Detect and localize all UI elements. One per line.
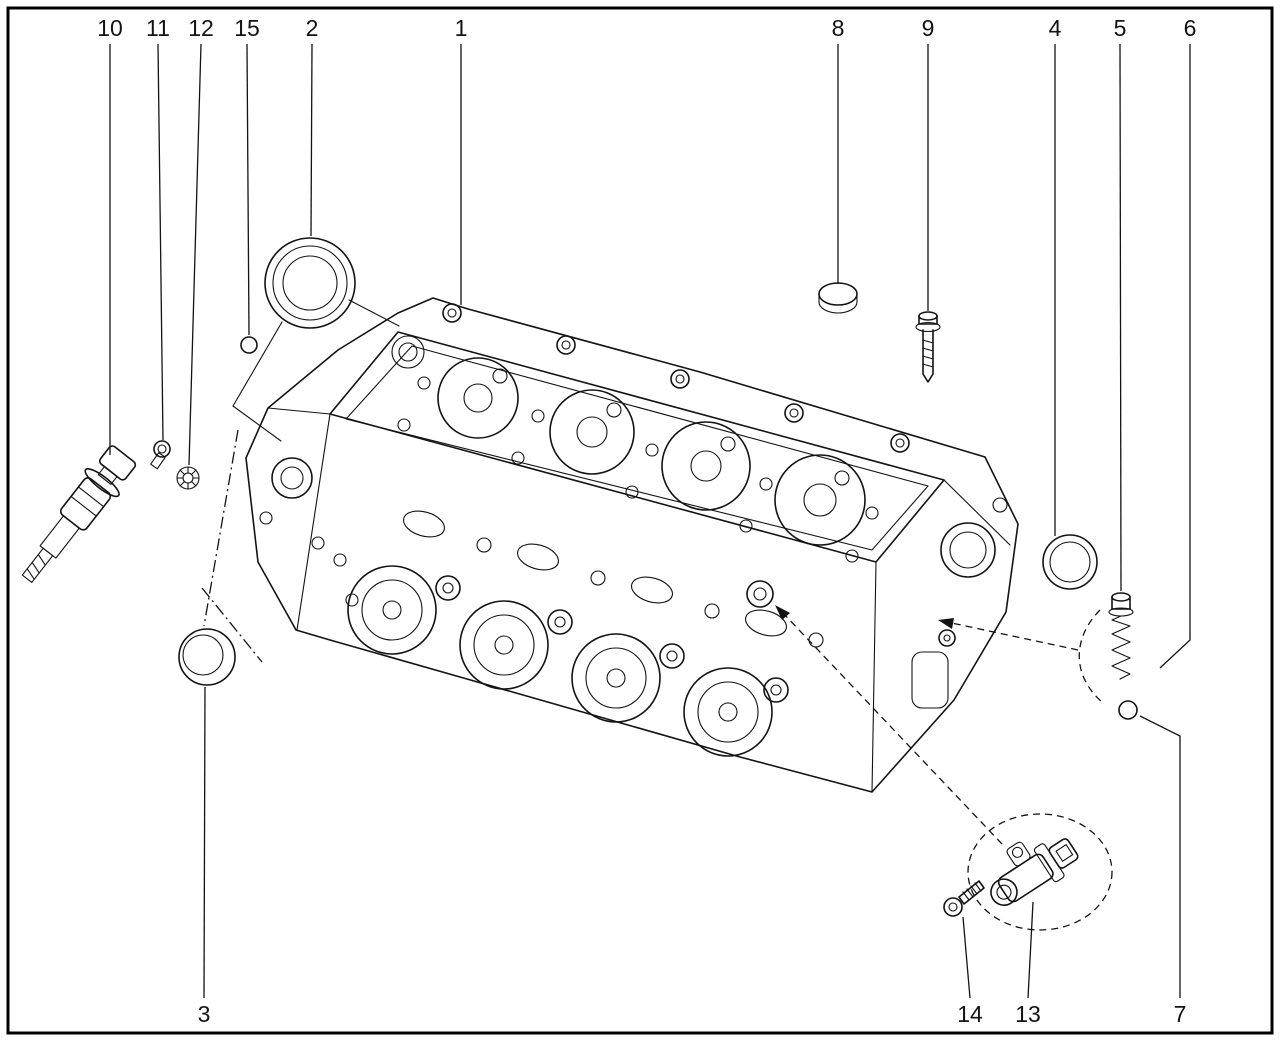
- callout-leader-3: [203, 686, 206, 999]
- seal-guide-line: [348, 299, 400, 327]
- deck-bolt-holes: [397, 368, 879, 563]
- front-port-4: [683, 667, 773, 757]
- valve-install-arrowhead: [938, 618, 954, 629]
- check-ball: [1118, 700, 1138, 720]
- star-washer: [176, 466, 200, 490]
- callout-label-11: 11: [146, 15, 170, 41]
- spring-valve: [1108, 592, 1134, 680]
- callout-label-8: 8: [832, 15, 845, 41]
- seal-ring-large: [232, 237, 400, 442]
- callout-leader-2: [310, 43, 313, 237]
- callout-label-15: 15: [234, 15, 260, 41]
- callout-leader-11: [157, 43, 164, 441]
- callout-layer: 10 11 12 15 2 1 8 9 4 5 6 3 14 13 7: [97, 15, 1196, 1027]
- callout-label-6: 6: [1184, 15, 1197, 41]
- callout-leader-12: [188, 43, 202, 466]
- callout-label-7: 7: [1174, 1001, 1187, 1027]
- centerline-solenoid: [201, 587, 263, 663]
- seal-bore: [391, 335, 425, 369]
- cylinder-head-body: [245, 297, 1019, 793]
- front-left-edge: [296, 413, 331, 631]
- left-end-face: [259, 457, 325, 550]
- top-bolt-towers: [442, 303, 910, 453]
- cam-bore-2: [549, 389, 635, 475]
- cam-bore-4: [774, 454, 866, 546]
- callout-label-2: 2: [306, 15, 319, 41]
- callout-label-14: 14: [957, 1001, 983, 1027]
- front-port-3: [571, 633, 661, 723]
- figure-border: [6, 6, 1274, 1035]
- front-right-edge: [871, 561, 877, 793]
- callout-label-10: 10: [97, 15, 123, 41]
- top-rail-inner: [345, 345, 929, 551]
- cam-bores: [391, 335, 866, 546]
- front-port-1: [347, 565, 437, 655]
- dome-cap: [818, 282, 858, 314]
- callout-label-5: 5: [1114, 15, 1127, 41]
- left-top-edge: [267, 407, 331, 415]
- centerline-plug: [203, 429, 239, 627]
- detached-parts: [21, 237, 1138, 917]
- cam-bore-3: [661, 421, 751, 511]
- callout-leader-6: [1159, 44, 1191, 669]
- seal-ring-right: [1042, 534, 1098, 590]
- right-end-boss: [940, 522, 996, 578]
- callout-label-3: 3: [198, 1001, 211, 1027]
- head-silhouette: [245, 297, 1019, 793]
- right-top-edge: [943, 479, 1011, 546]
- right-end-face: [911, 497, 1008, 709]
- callout-label-9: 9: [922, 15, 935, 41]
- callout-label-4: 4: [1049, 15, 1062, 41]
- callout-label-1: 1: [455, 15, 468, 41]
- right-end-window: [911, 651, 949, 709]
- top-rail-outer: [329, 331, 945, 563]
- position-sensor: [990, 838, 1079, 906]
- solenoid-valve: [21, 445, 137, 583]
- callout-leader-13: [1027, 901, 1034, 999]
- sensor-detail-circle: [967, 813, 1113, 931]
- sensor-install-line: [781, 611, 1003, 845]
- small-bolt: [150, 440, 171, 470]
- flange-bolt: [915, 311, 941, 383]
- sensor-bore: [746, 580, 774, 608]
- callout-label-12: 12: [188, 15, 214, 41]
- front-ports: [333, 553, 789, 757]
- callout-leader-7: [1139, 715, 1181, 998]
- valve-install-line: [946, 621, 1079, 651]
- cam-bore-1: [437, 357, 519, 439]
- callout-leader-15: [246, 43, 250, 336]
- reference-lines: [201, 429, 1113, 931]
- sensor-install-arrowhead: [775, 605, 790, 620]
- cup-plug: [178, 628, 236, 686]
- seal-guide-line: [232, 321, 283, 407]
- valve-bore-arc: [1078, 609, 1103, 703]
- callout-leader-14: [962, 916, 971, 999]
- ball-plug-small: [240, 336, 258, 354]
- front-port-2: [459, 600, 549, 690]
- callout-leader-5: [1119, 43, 1122, 592]
- mounting-screw: [943, 880, 985, 917]
- callout-label-13: 13: [1015, 1001, 1041, 1027]
- seal-guide-line: [232, 405, 282, 442]
